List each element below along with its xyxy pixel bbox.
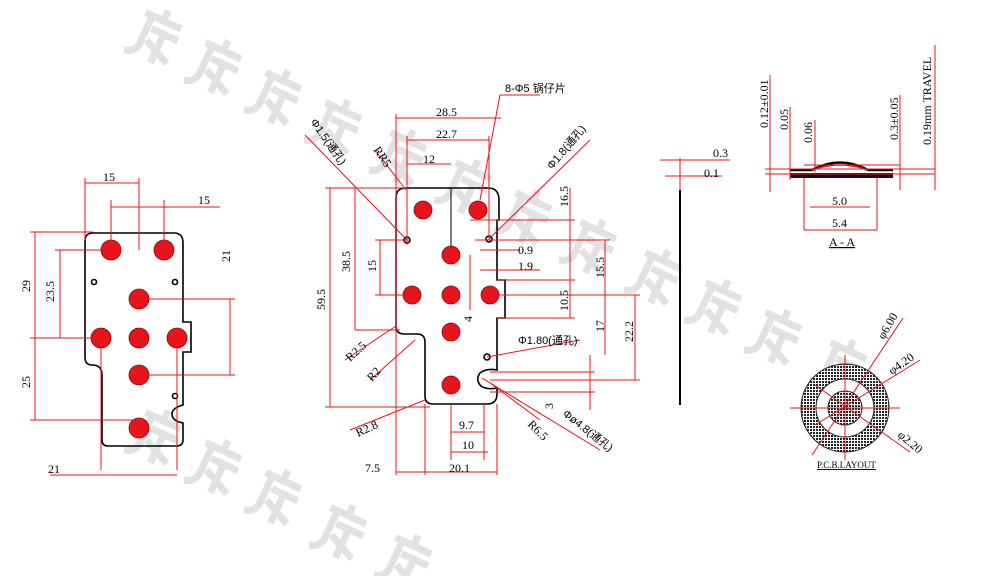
watermark-glyph [747,305,803,366]
center-dimension-lines [304,94,640,475]
dim-label: 12 [423,152,435,166]
dim-label: 3 [542,403,556,409]
section-a-a: 0.12±0.01 0.05 0.06 0.3±0.05 0.19mm TRAV… [757,45,936,249]
dim-label: 0.19mm TRAVEL [920,57,934,145]
dim-label: 5.0 [832,194,847,208]
dim-label: 21 [219,250,233,262]
dim-label: 0.3 [713,146,728,160]
watermark-glyph [187,435,243,496]
dome-pad [441,285,461,305]
left-pads [90,239,188,439]
dim-label: R2 [364,364,384,384]
watermark-glyph [127,5,183,66]
dim-label: 59.5 [314,289,328,310]
pcb-layout: φ6.00 φ4.20 φ2.20 P.C.B.LAYOUT [790,310,925,470]
dim-label: 25 [19,376,33,388]
section-dimension-lines [765,45,936,231]
dome-pad [413,200,433,220]
center-view: 8-Φ5 锅仔片 28.5 22.7 12 RR5 Φ1.5(通孔) Φ1.8(… [304,82,640,475]
pcb-label: P.C.B.LAYOUT [817,460,876,470]
hole-1-80 [483,353,491,361]
left-dimension-lines [30,178,235,476]
dim-label: φ4.20 [886,350,917,377]
dim-label: R2.5 [343,338,369,364]
watermark-glyph [247,465,303,526]
dim-label: 0.1 [704,166,719,180]
dim-label: 17 [593,320,607,332]
section-label: A - A [829,235,855,249]
dim-label: 29 [19,280,33,292]
dim-label: φ6.00 [874,310,900,341]
dim-label: 15 [103,170,115,184]
dim-label: 0.06 [801,122,815,143]
dome-pad [441,322,461,342]
dim-label: 23.5 [43,281,57,302]
dome-pad [468,200,488,220]
watermark-glyph [497,185,553,246]
dim-label: 28.5 [436,105,457,119]
dim-label: φ2.20 [895,428,925,457]
callout-hole-1-80: Φ1.80(通孔) [518,334,578,347]
side-dimension-lines [660,158,730,190]
dome-pad [441,245,461,265]
watermark-glyph [687,275,743,336]
pcb-dimension-lines [790,317,921,460]
dim-label: 15.5 [593,257,607,278]
dome-pad [441,375,461,395]
side-view: 0.3 0.1 [660,146,730,405]
dim-label: 22.2 [622,321,636,342]
dim-label: 10.5 [557,290,571,311]
dim-label: 20.1 [449,461,470,475]
watermark-glyph [187,35,243,96]
watermark-glyph [377,530,433,576]
dim-label: 0.12±0.01 [757,79,771,128]
dim-label: R6.5 [525,417,551,443]
dim-label: 4 [461,316,475,322]
dim-label: 0.9 [518,243,533,257]
dim-label: 15 [198,193,210,207]
callout-dome: 8-Φ5 锅仔片 [505,82,566,95]
dome-pad [128,327,150,349]
dim-label: 10 [462,438,474,452]
dim-label: 38.5 [339,251,353,272]
dim-label: 7.5 [365,461,380,475]
watermark-glyph [312,500,368,561]
dim-label: 0.05 [777,109,791,130]
dim-label: 22.7 [436,127,457,141]
dim-label: 21 [48,462,60,476]
dim-label: 15 [365,260,379,272]
left-view: 15 15 29 23.5 21 25 21 [19,170,235,476]
left-outline [84,232,192,447]
section-base [790,173,893,178]
watermark-glyph [627,245,683,306]
watermark-glyph [562,215,618,276]
left-hole [90,278,98,286]
dim-label: 16.5 [557,186,571,207]
dim-label: 9.7 [459,418,474,432]
dim-label: R2.8 [353,417,380,439]
dim-label: 0.3±0.05 [887,97,901,140]
dome-pad [128,417,150,439]
center-pads [402,200,500,395]
watermark-glyph [247,65,303,126]
center-outline [395,187,506,405]
left-hole [171,278,179,286]
dim-label: 1.9 [518,259,533,273]
dim-label: 5.4 [832,216,847,230]
